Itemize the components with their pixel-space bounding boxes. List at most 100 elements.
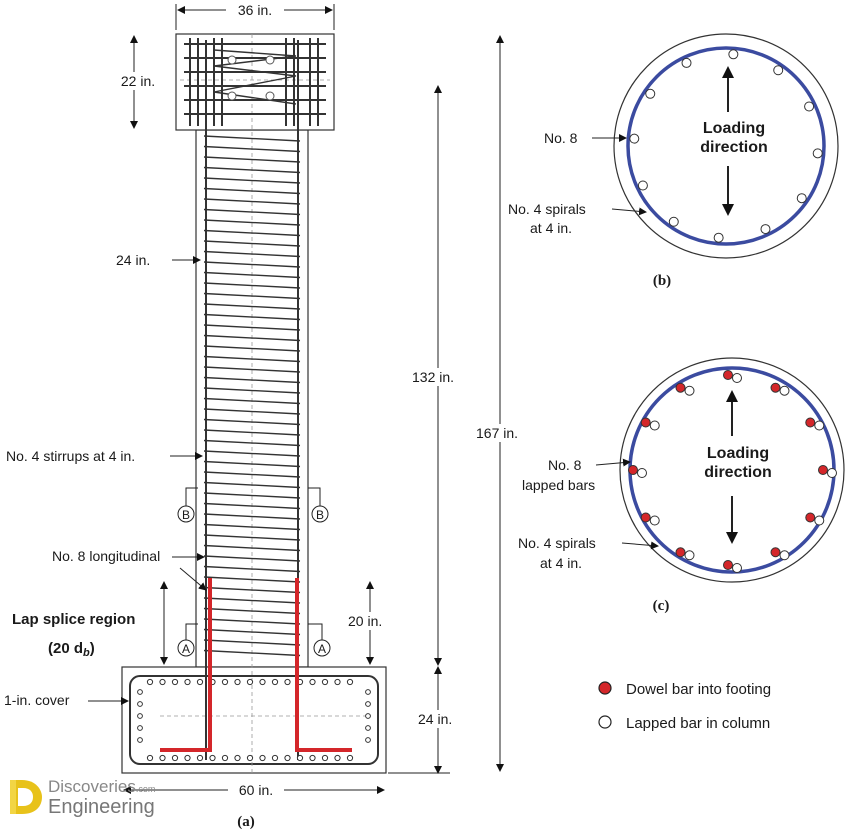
footing-top-bar [221, 678, 229, 686]
label-footing-height: 24 in. [418, 711, 452, 727]
caption-a: (a) [237, 814, 255, 830]
dowel-bar [723, 370, 733, 380]
label-longitudinal: No. 8 longitudinal [52, 548, 160, 564]
section-b-concrete [613, 33, 839, 259]
stirrup [203, 397, 301, 405]
label-cover: 1-in. cover [4, 692, 70, 708]
legend-lapped-label: Lapped bar in column [626, 715, 770, 732]
dowel-bar [770, 547, 781, 558]
legend-dowel-swatch [598, 681, 612, 695]
stirrup [203, 135, 301, 142]
stirrup [203, 145, 301, 153]
lapped-bar [814, 515, 825, 526]
dowel-bar-right [295, 578, 352, 752]
footing-top-bar [321, 678, 329, 686]
section-b-loading-1: Loading [703, 120, 765, 137]
lapped-bar [732, 373, 742, 383]
lapped-bar [684, 385, 695, 396]
footing-bottom-bar [296, 754, 304, 762]
label-column-height: 132 in. [412, 369, 454, 385]
stirrup [203, 544, 301, 552]
lapped-bar [779, 550, 790, 561]
stirrup [203, 166, 301, 174]
stirrup [203, 555, 301, 562]
label-lap-splice: Lap splice region [12, 611, 135, 628]
section-b-spiral-label-1: No. 4 spirals [508, 201, 586, 217]
stirrup [203, 187, 301, 195]
elevation-view: 36 in. 22 in. 24 in. No. 4 stirrups at 4… [4, 1, 534, 830]
footing-top-bar [334, 678, 341, 686]
footing-top-bar [284, 678, 291, 686]
footing-bottom-bar [184, 754, 191, 762]
stirrup [203, 450, 301, 457]
stirrup [203, 198, 301, 205]
section-b-bar [812, 148, 823, 159]
section-b-bar [637, 180, 648, 191]
label-column-width: 24 in. [116, 252, 150, 268]
footing-side-bar [365, 689, 371, 695]
lapped-bar [684, 550, 695, 561]
footing-bottom-bar [146, 754, 154, 762]
section-b-bars [629, 49, 823, 243]
stirrup [203, 628, 301, 636]
stirrup [203, 303, 301, 310]
stirrup [203, 408, 301, 415]
cap-tie [213, 49, 297, 105]
cap-reinforcement [184, 38, 326, 126]
footing-top-bar [246, 678, 254, 686]
footing-top-bar [309, 678, 316, 686]
section-b-bar [728, 49, 739, 60]
stirrup [203, 471, 301, 478]
footing-top-bar [259, 678, 266, 686]
section-b-bar [668, 216, 679, 227]
stirrup [203, 597, 301, 604]
lapped-bar [827, 468, 837, 478]
stirrup [203, 177, 301, 184]
stirrup [203, 387, 301, 394]
legend-lapped-swatch [598, 715, 612, 729]
stirrup [203, 534, 301, 541]
dowel-bar [628, 465, 638, 475]
stirrup [203, 313, 301, 321]
stirrup [203, 492, 301, 499]
footing-side-bar [137, 689, 143, 695]
stirrup [203, 345, 301, 352]
footing-side-bar [365, 737, 371, 743]
footing-side-bar [137, 737, 143, 743]
footing-bottom-bar [196, 754, 204, 762]
lapped-bar [779, 385, 790, 396]
section-b-marker-left: B [182, 508, 190, 522]
footing-top-bar [234, 678, 241, 686]
column-stirrups [203, 135, 301, 657]
stirrup [203, 376, 301, 384]
stirrup [203, 282, 301, 289]
section-b-bar [645, 88, 656, 99]
stirrup [203, 418, 301, 426]
stirrup [203, 240, 301, 247]
stirrup [203, 639, 301, 646]
footing-side-bar [137, 701, 143, 707]
label-lap-splice-sub: (20 db) [48, 640, 95, 659]
footing-bottom-bar [234, 754, 241, 762]
stirrup [203, 565, 301, 573]
footing-bottom-bar [271, 754, 279, 762]
watermark-line-1: Discoveries.com [48, 777, 156, 796]
footing-bottom-bar [259, 754, 266, 762]
dowel-bar-left [160, 578, 212, 752]
label-cap-height: 22 in. [121, 73, 155, 89]
cap-bar-dot [265, 55, 275, 65]
footing-top-bar [171, 678, 179, 686]
section-b-marker-right: B [316, 508, 324, 522]
dowel-bar [723, 560, 733, 570]
section-c-spiral-label-1: No. 4 spirals [518, 535, 596, 551]
section-b-spiral-label-2: at 4 in. [530, 220, 572, 236]
footing-bottom-bar [171, 754, 179, 762]
footing-side-bar [365, 725, 371, 731]
footing-top-bar [196, 678, 204, 686]
section-c-view: Loading direction No. 8 lapped bars No. … [518, 357, 845, 614]
stirrup [203, 586, 301, 594]
stirrup [203, 618, 301, 625]
stirrup [203, 576, 301, 583]
footing-side-bar [365, 701, 371, 707]
watermark-line-2: Engineering [48, 796, 155, 818]
